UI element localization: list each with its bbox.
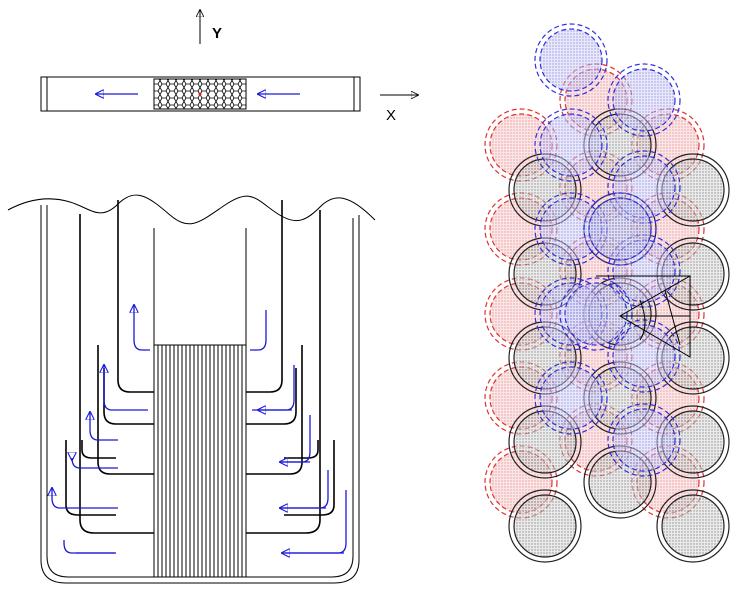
center-marker — [198, 92, 202, 96]
top-view — [40, 76, 361, 112]
circle-gray-14 — [656, 489, 730, 563]
circle-blue-4 — [534, 361, 608, 435]
outer-vessel — [40, 205, 360, 584]
unit-cell-triangle — [596, 275, 691, 358]
free-surface-wave — [7, 194, 376, 225]
flow-arrows — [52, 305, 347, 553]
circle-blue-10 — [583, 192, 657, 266]
circle-blue-1 — [534, 108, 608, 182]
y-axis-label: Y — [212, 25, 222, 42]
x-axis-label: X — [386, 107, 396, 124]
sphere-packing-layers — [484, 23, 730, 563]
tube-bundle — [153, 344, 247, 578]
circle-blue-0 — [534, 23, 608, 97]
circle-gray-4 — [508, 489, 582, 563]
circle-blue-11 — [559, 277, 633, 351]
circle-blue-9 — [607, 403, 681, 477]
coordinate-axes: Y X — [200, 10, 418, 124]
honeycomb-core — [153, 78, 247, 110]
side-section-view — [7, 194, 376, 584]
circle-blue-5 — [607, 63, 681, 137]
circle-blue-8 — [607, 319, 681, 393]
tube-lines — [157, 345, 243, 577]
